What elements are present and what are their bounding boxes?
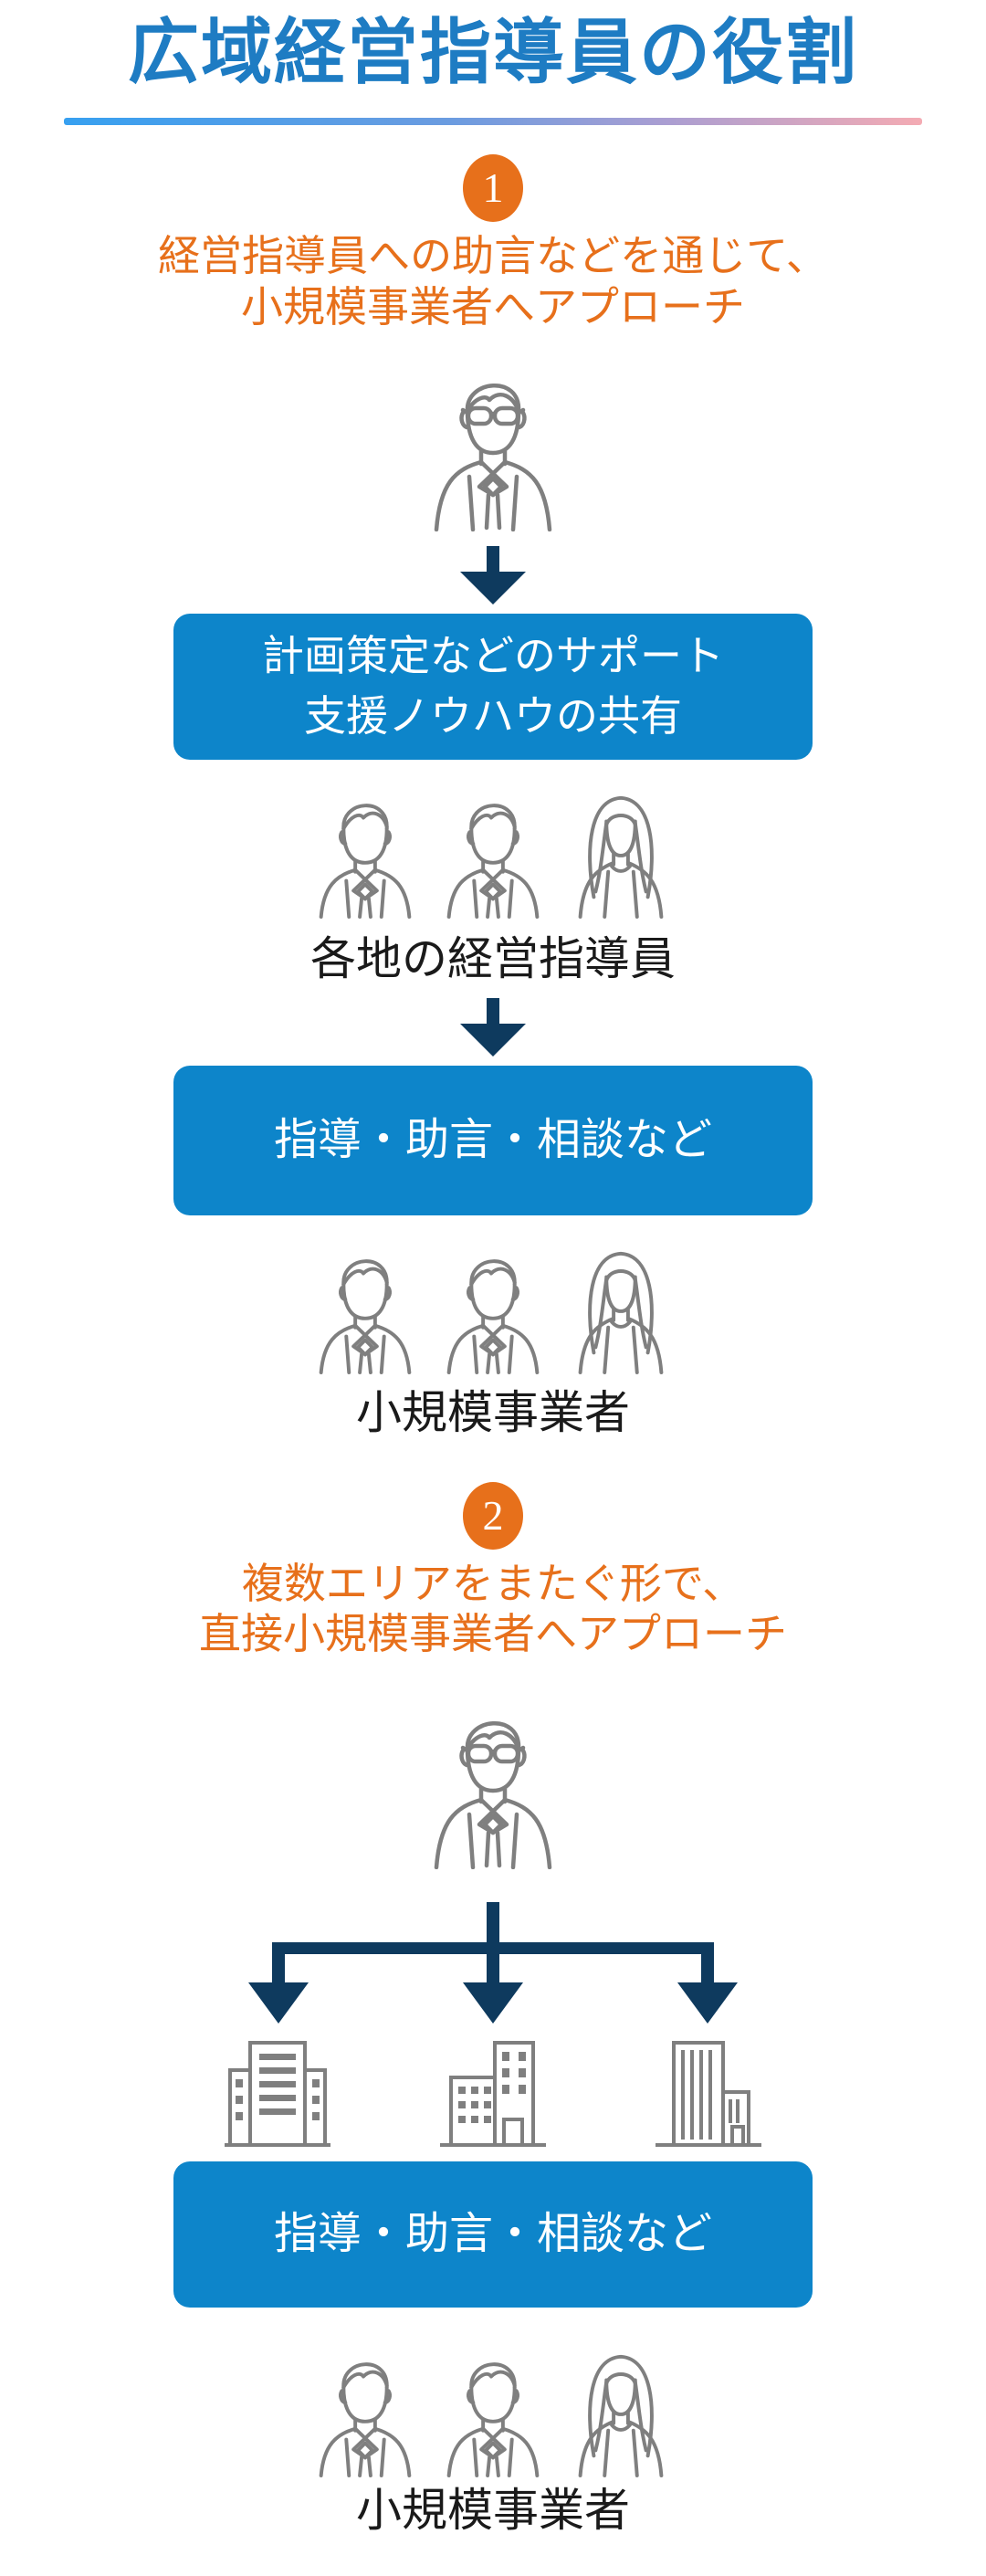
step-2-description: 複数エリアをまたぐ形で、 直接小規模事業者へアプローチ — [199, 1559, 787, 1659]
businessman-icon — [429, 783, 557, 919]
support-box: 計画策定などのサポート 支援ノウハウの共有 — [173, 613, 813, 760]
advisor-with-glasses-icon — [411, 1696, 575, 1869]
step-1-description: 経営指導員への助言などを通じて、 小規模事業者へアプローチ — [158, 231, 828, 331]
businesswoman-icon — [557, 1239, 685, 1374]
businesses-group-icon — [301, 2342, 685, 2477]
guidance-box-1: 指導・助言・相談など — [173, 1066, 813, 1216]
businesses-label: 小規模事業者 — [356, 1387, 630, 1439]
down-arrow-icon — [460, 546, 526, 605]
step-2-desc-line1: 複数エリアをまたぐ形で、 — [241, 1560, 745, 1607]
businesses-group-icon — [301, 1239, 685, 1374]
three-way-branch-arrow-icon — [248, 1902, 738, 2024]
guidance-box-2-text: 指導・助言・相談など — [273, 2210, 712, 2259]
guidance-box-2: 指導・助言・相談など — [173, 2161, 813, 2308]
office-building-stripes-icon — [223, 2037, 332, 2147]
gradient-divider — [64, 118, 922, 126]
advisors-label: 各地の経営指導員 — [310, 932, 676, 984]
businesswoman-icon — [557, 2342, 685, 2477]
office-building-windows-icon — [438, 2037, 548, 2147]
office-tower-icon — [654, 2037, 763, 2147]
step-1-number: 1 — [482, 164, 504, 212]
businessman-icon — [301, 2342, 429, 2477]
advisor-with-glasses-icon — [411, 358, 575, 531]
step-2-number: 2 — [482, 1491, 504, 1539]
businessman-icon — [301, 1239, 429, 1374]
buildings-row — [223, 2037, 763, 2147]
businesses-label: 小規模事業者 — [356, 2485, 630, 2537]
step-2-badge: 2 — [463, 1481, 523, 1550]
step-1-badge: 1 — [463, 154, 523, 223]
support-box-line2: 支援ノウハウの共有 — [304, 692, 682, 740]
step-1-desc-line2: 小規模事業者へアプローチ — [240, 283, 745, 331]
step-2-desc-line2: 直接小規模事業者へアプローチ — [199, 1610, 787, 1657]
businessman-icon — [429, 1239, 557, 1374]
page-title: 広域経営指導員の役割 — [127, 13, 858, 92]
guidance-box-1-text: 指導・助言・相談など — [273, 1116, 712, 1165]
businessman-icon — [301, 783, 429, 919]
businesswoman-icon — [557, 783, 685, 919]
down-arrow-icon — [460, 998, 526, 1057]
advisors-group-icon — [301, 783, 685, 919]
step-1-desc-line1: 経営指導員への助言などを通じて、 — [158, 233, 828, 280]
support-box-line1: 計画策定などのサポート — [262, 633, 724, 680]
businessman-icon — [429, 2342, 557, 2477]
